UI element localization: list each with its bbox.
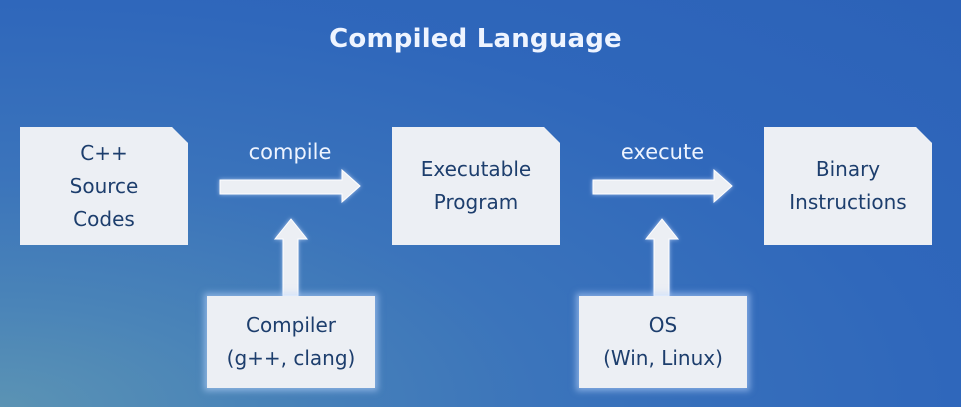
- compile-edge-label: compile: [248, 140, 332, 164]
- execute-arrow: [592, 168, 733, 204]
- executable-program-label: Executable Program: [420, 157, 532, 214]
- compiler-label: Compiler (g++, clang): [226, 313, 356, 370]
- compile-arrow: [219, 168, 361, 204]
- executable-program-node: Executable Program: [392, 127, 560, 245]
- os-up-arrow: [644, 218, 680, 297]
- os-label: OS (Win, Linux): [603, 313, 723, 370]
- binary-instructions-node: Binary Instructions: [764, 127, 932, 245]
- os-node: OS (Win, Linux): [579, 296, 747, 388]
- diagram-title: Compiled Language: [329, 24, 622, 54]
- binary-instructions-label: Binary Instructions: [789, 157, 907, 214]
- source-codes-node: C++ Source Codes: [20, 127, 188, 245]
- source-codes-label: C++ Source Codes: [69, 140, 139, 231]
- compiler-node: Compiler (g++, clang): [207, 296, 375, 388]
- execute-edge-label: execute: [620, 140, 705, 164]
- compiler-up-arrow: [273, 218, 309, 297]
